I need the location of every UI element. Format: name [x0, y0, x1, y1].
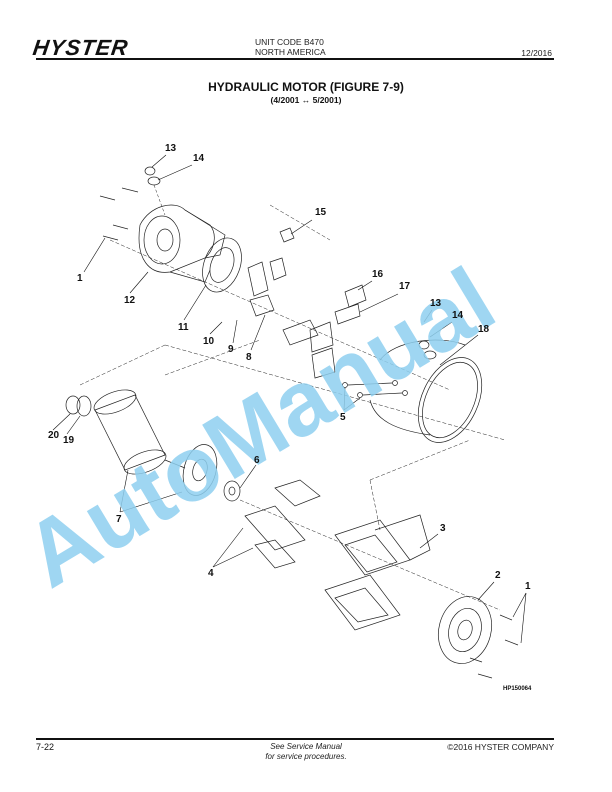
callout-19: 19 [63, 435, 75, 446]
callout-labels: 13 14 15 1 12 16 17 11 10 9 8 13 14 18 5… [48, 143, 531, 592]
callout-16: 16 [372, 269, 384, 280]
part-2-end-cap [438, 596, 492, 664]
leader-lines [52, 154, 527, 644]
part-3-field-coils [324, 514, 431, 631]
callout-3: 3 [440, 523, 446, 534]
callout-18: 18 [478, 324, 490, 335]
callout-14: 14 [193, 153, 205, 164]
callout-1b: 1 [525, 581, 531, 592]
part-1-bolts [99, 187, 139, 241]
callout-5: 5 [340, 412, 346, 423]
callout-13b: 13 [430, 298, 442, 309]
callout-14b: 14 [452, 310, 464, 321]
page-subtitle: (4/2001 ↔ 5/2001) [270, 95, 342, 105]
part-12-end-housing [138, 204, 226, 283]
callout-20: 20 [48, 430, 60, 441]
header-date: 12/2016 [521, 48, 552, 58]
callout-13: 13 [165, 143, 177, 154]
part-7-armature [93, 389, 218, 496]
page-title: HYDRAULIC MOTOR (FIGURE 7-9) [208, 80, 404, 94]
callout-9: 9 [228, 344, 234, 355]
footer-note-line2: for service procedures. [265, 752, 347, 761]
footer-note-line1: See Service Manual [270, 742, 342, 751]
footer-note: See Service Manual for service procedure… [0, 742, 612, 762]
callout-10: 10 [203, 336, 215, 347]
callout-11: 11 [178, 322, 189, 333]
callout-1: 1 [77, 273, 83, 284]
page-number: 7-22 [36, 742, 55, 752]
callout-7: 7 [116, 514, 122, 525]
callout-15: 15 [315, 207, 327, 218]
unit-code: UNIT CODE B470 [255, 37, 324, 47]
callout-8: 8 [246, 352, 252, 363]
callout-17: 17 [399, 281, 411, 292]
part-18-frame [369, 339, 483, 443]
copyright: ©2016 HYSTER COMPANY [447, 742, 554, 752]
figure-id: HP150064 [503, 686, 532, 692]
header-unit-info: UNIT CODE B470 NORTH AMERICA [255, 37, 326, 57]
footer-rule [36, 738, 554, 740]
callout-2: 2 [495, 570, 501, 581]
callout-12: 12 [124, 295, 136, 306]
region: NORTH AMERICA [255, 47, 326, 57]
callout-4: 4 [208, 568, 214, 579]
header-rule [36, 58, 554, 60]
diagram-linework [65, 166, 519, 679]
callout-6: 6 [254, 455, 260, 466]
